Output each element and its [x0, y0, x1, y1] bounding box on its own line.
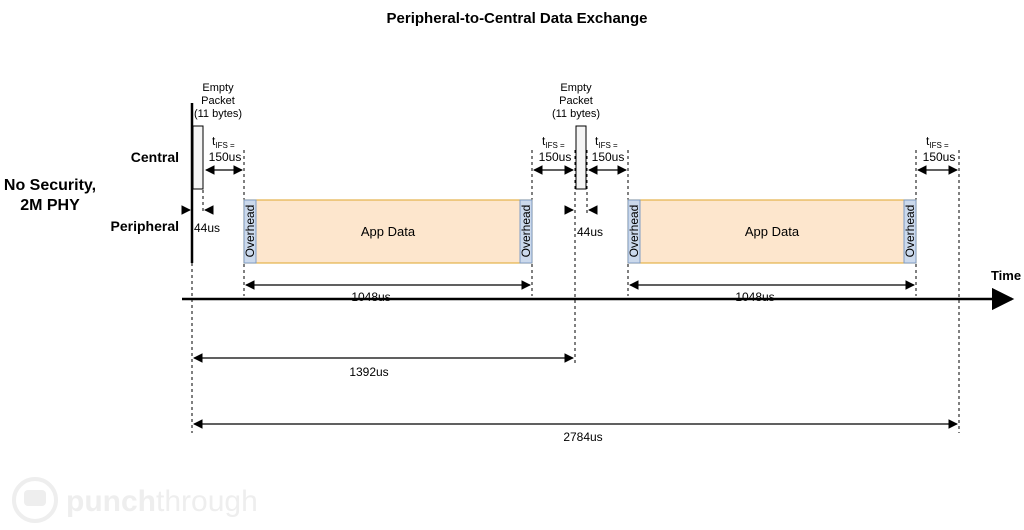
logo-fist-icon [12, 477, 58, 523]
data-packet-1: App Data Overhead Overhead [243, 199, 533, 264]
scenario-label-line1: No Security, [4, 177, 96, 194]
overhead-2b-block [903, 199, 917, 264]
central-row-label: Central [131, 149, 179, 165]
tifs-label-4: tIFS = [926, 134, 949, 150]
peripheral-row-label: Peripheral [111, 218, 179, 234]
tifs-value-1: 150us [209, 150, 242, 164]
empty-packet-2-bar [575, 125, 587, 190]
overhead-2a-label: Overhead [627, 205, 641, 258]
overhead-1a-block [243, 199, 257, 264]
half-cycle-label: 1392us [349, 365, 388, 379]
empty-packet-1-label-line3: (11 bytes) [194, 108, 242, 120]
watermark-part1: punch [66, 485, 156, 518]
app-data-2-block [627, 199, 917, 264]
svg-text:punchthrough: punchthrough [66, 485, 258, 518]
time-axis-label: Time [991, 268, 1021, 283]
overhead-1b-block [519, 199, 533, 264]
data-duration-2-label: 1048us [735, 290, 774, 304]
tifs-label-1: tIFS = [212, 134, 235, 150]
empty-packet-1-label-line1: Empty [202, 82, 234, 94]
app-data-2-label: App Data [745, 224, 800, 239]
empty-packet-2-label-line2: Packet [559, 95, 593, 107]
overhead-1b-label: Overhead [519, 205, 533, 258]
empty-packet-1-bar [192, 125, 204, 190]
data-duration-1-label: 1048us [351, 290, 390, 304]
overhead-2b-label: Overhead [903, 205, 917, 258]
diagram-title: Peripheral-to-Central Data Exchange [387, 10, 648, 27]
turnaround-1-label: 44us [194, 221, 220, 235]
watermark-part2: through [156, 485, 258, 518]
overhead-1a-label: Overhead [243, 205, 257, 258]
app-data-1-block [243, 199, 533, 264]
empty-packet-2-label-line1: Empty [560, 82, 592, 94]
empty-packet-1-label-line2: Packet [201, 95, 235, 107]
tifs-value-2: 150us [539, 150, 572, 164]
turnaround-2-label: 44us [577, 225, 603, 239]
tifs-value-3: 150us [592, 150, 625, 164]
tifs-label-3: tIFS = [595, 134, 618, 150]
full-cycle-label: 2784us [563, 430, 602, 444]
tifs-value-4: 150us [923, 150, 956, 164]
app-data-1-label: App Data [361, 224, 416, 239]
tifs-label-2: tIFS = [542, 134, 565, 150]
punchthrough-logo: punchthrough [12, 477, 258, 523]
overhead-2a-block [627, 199, 641, 264]
empty-packet-2-label-line3: (11 bytes) [552, 108, 600, 120]
scenario-label-line2: 2M PHY [20, 197, 80, 214]
data-packet-2: App Data Overhead Overhead [627, 199, 917, 264]
